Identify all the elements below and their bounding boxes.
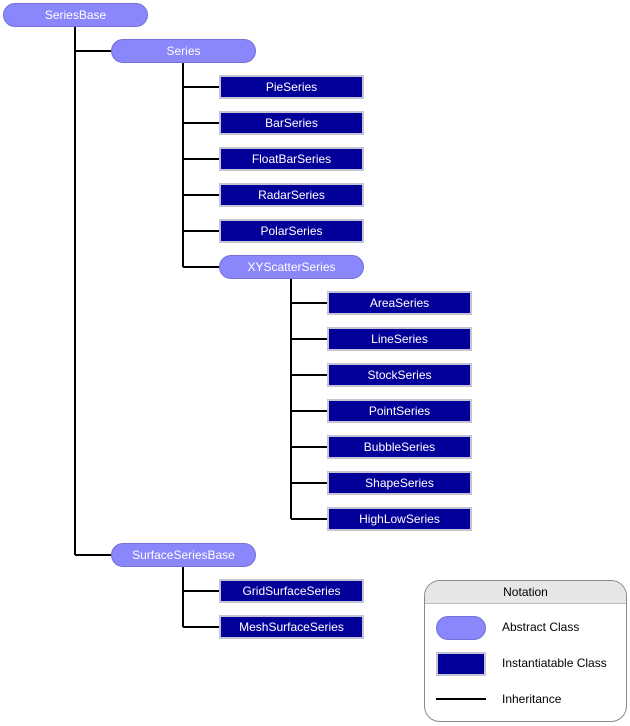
node-pieseries: PieSeries — [219, 75, 364, 99]
node-radarseries: RadarSeries — [219, 183, 364, 207]
node-seriesbase: SeriesBase — [3, 3, 148, 27]
node-gridsurfaceseries: GridSurfaceSeries — [219, 579, 364, 603]
node-surfaceseriesbase: SurfaceSeriesBase — [111, 543, 256, 567]
node-pointseries: PointSeries — [327, 399, 472, 423]
node-floatbarseries: FloatBarSeries — [219, 147, 364, 171]
node-stockseries: StockSeries — [327, 363, 472, 387]
notation-legend: Notation Abstract Class Instantiatable C… — [424, 580, 627, 722]
node-polarseries: PolarSeries — [219, 219, 364, 243]
node-areaseries: AreaSeries — [327, 291, 472, 315]
node-highlowseries: HighLowSeries — [327, 507, 472, 531]
node-shapeseries: ShapeSeries — [327, 471, 472, 495]
legend-inheritance-label: Inheritance — [502, 692, 562, 706]
legend-abstract-label: Abstract Class — [502, 620, 580, 634]
node-lineseries: LineSeries — [327, 327, 472, 351]
legend-concrete-swatch — [436, 652, 486, 676]
node-series: Series — [111, 39, 256, 63]
node-xyscatterseries: XYScatterSeries — [219, 255, 364, 279]
legend-title: Notation — [425, 581, 626, 604]
node-meshsurfaceseries: MeshSurfaceSeries — [219, 615, 364, 639]
legend-inheritance-line — [436, 698, 486, 700]
legend-abstract-swatch — [436, 616, 486, 640]
node-bubbleseries: BubbleSeries — [327, 435, 472, 459]
node-barseries: BarSeries — [219, 111, 364, 135]
legend-concrete-label: Instantiatable Class — [502, 656, 607, 670]
